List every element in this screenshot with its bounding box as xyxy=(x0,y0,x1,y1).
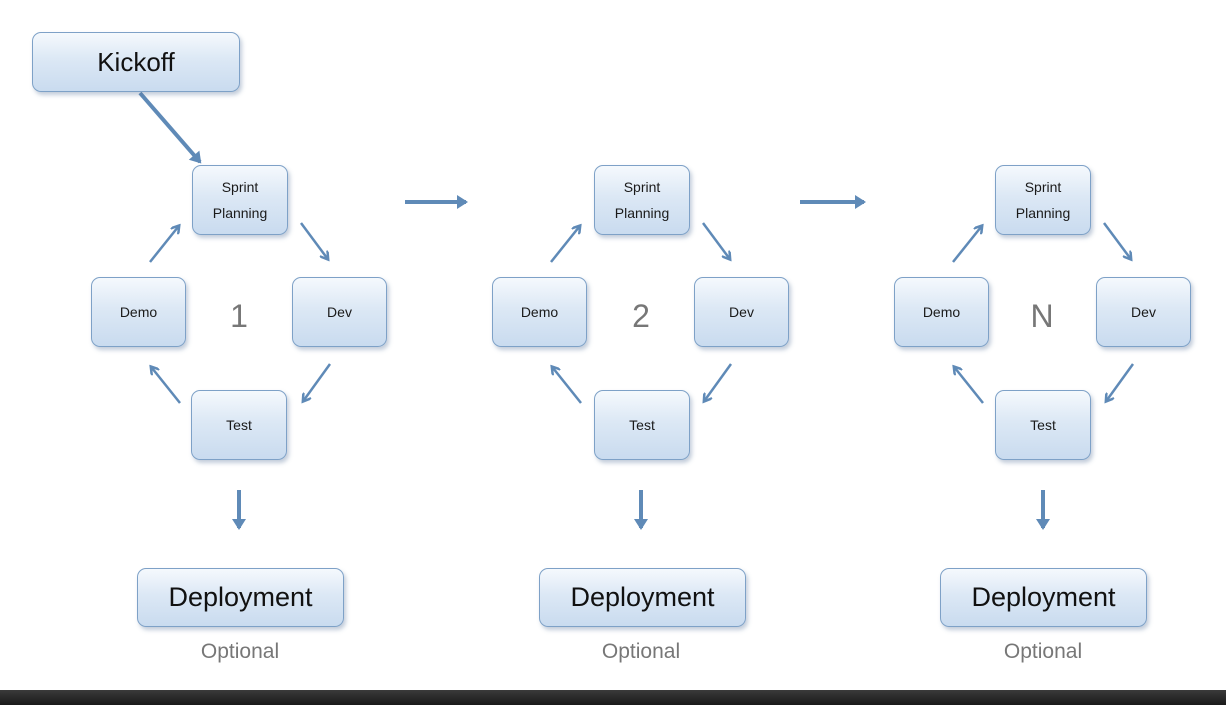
sprint-1-planning-line1: Sprint xyxy=(221,179,259,195)
sprint-1-dev-label: Dev xyxy=(327,304,352,320)
sprint-n-dev-box: Dev xyxy=(1096,277,1191,347)
kickoff-box: Kickoff xyxy=(32,32,240,92)
sprint-2-planning-line1: Sprint xyxy=(623,179,661,195)
sprint-2-test-box: Test xyxy=(594,390,690,460)
sprint-1-dev-box: Dev xyxy=(292,277,387,347)
sprint-n-planning-line1: Sprint xyxy=(1024,179,1062,195)
sprint-n-test-label: Test xyxy=(1030,417,1056,433)
sprint-1-deployment-label: Deployment xyxy=(168,582,313,612)
sprint-2-test-label: Test xyxy=(629,417,655,433)
sprint-2-deployment-box: Deployment xyxy=(539,568,746,627)
sprint-2-cycle-arrows xyxy=(550,222,733,404)
sprint-1-planning-box: Sprint Planning xyxy=(192,165,288,235)
sprint-1-test-label: Test xyxy=(226,417,252,433)
sprint-1-demo-label: Demo xyxy=(119,304,158,320)
sprint-n-dev-label: Dev xyxy=(1131,304,1156,320)
sprint-n-deployment-box: Deployment xyxy=(940,568,1147,627)
sprint-n-cycle-arrows xyxy=(952,222,1135,404)
sprint-n-planning-line2: Planning xyxy=(1015,205,1071,221)
sprint-1-number: 1 xyxy=(230,298,248,334)
sprint-n-deployment-label: Deployment xyxy=(971,582,1116,612)
sprint-2-planning-box: Sprint Planning xyxy=(594,165,690,235)
sprint-1-deployment-box: Deployment xyxy=(137,568,344,627)
sprint-2-demo-box: Demo xyxy=(492,277,587,347)
sprint-n-demo-box: Demo xyxy=(894,277,989,347)
sprint-1-optional-label: Optional xyxy=(200,640,280,663)
sprint-n-number: N xyxy=(1030,298,1054,334)
kickoff-arrow xyxy=(138,91,202,164)
sprint-2-number: 2 xyxy=(632,298,650,334)
sprint-2-demo-label: Demo xyxy=(520,304,559,320)
sprint-2-optional-label: Optional xyxy=(601,640,681,663)
sprint-1-cycle-arrows xyxy=(149,222,332,404)
sprint-1-planning-line2: Planning xyxy=(212,205,268,221)
kickoff-label: Kickoff xyxy=(97,46,175,77)
sprint-1-test-box: Test xyxy=(191,390,287,460)
sprint-2-deployment-label: Deployment xyxy=(570,582,715,612)
sprint-n-planning-box: Sprint Planning xyxy=(995,165,1091,235)
sprint-n-demo-label: Demo xyxy=(922,304,961,320)
sprint-n-test-box: Test xyxy=(995,390,1091,460)
sprint-2-dev-box: Dev xyxy=(694,277,789,347)
sprint-1-demo-box: Demo xyxy=(91,277,186,347)
sprint-2-dev-label: Dev xyxy=(729,304,754,320)
sprint-n-optional-label: Optional xyxy=(1003,640,1083,663)
bottom-edge-strip xyxy=(0,690,1226,705)
sprint-2-planning-line2: Planning xyxy=(614,205,670,221)
